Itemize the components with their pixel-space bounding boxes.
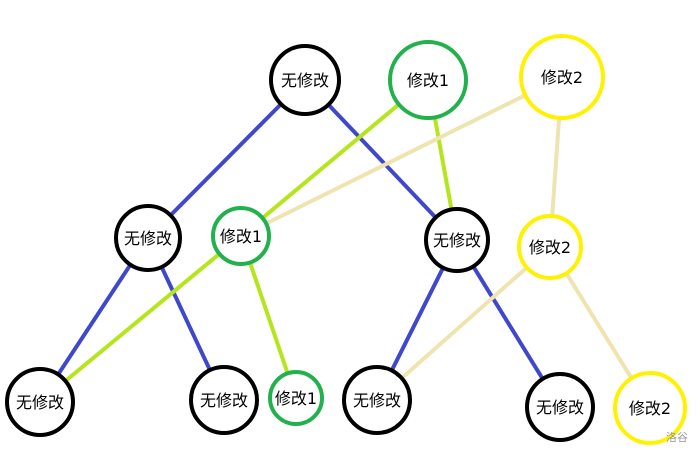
node-circle xyxy=(114,204,182,272)
node-label: 无修改 xyxy=(281,71,329,90)
edge-d-l4 xyxy=(375,245,552,402)
node-label: 修改1 xyxy=(407,71,449,90)
edge-r0-a xyxy=(146,78,307,240)
tree-node-l2: 无修改 xyxy=(189,365,259,435)
node-circle xyxy=(189,365,259,435)
node-circle xyxy=(613,371,687,445)
node-label: 无修改 xyxy=(124,229,172,248)
watermark: 洛谷 xyxy=(666,431,688,444)
tree-node-l6: 修改2 xyxy=(613,371,687,445)
tree-node-r1: 修改1 xyxy=(388,40,468,120)
tree-node-l4: 无修改 xyxy=(342,365,412,435)
node-label: 无修改 xyxy=(433,231,481,250)
node-label: 修改2 xyxy=(629,399,671,418)
node-circle xyxy=(342,365,412,435)
edge-r0-c xyxy=(303,78,459,242)
node-circle xyxy=(268,370,324,426)
node-label: 修改2 xyxy=(541,68,583,87)
edge-b-l1 xyxy=(38,234,243,404)
node-circle xyxy=(424,207,490,273)
node-label: 无修改 xyxy=(353,391,401,410)
tree-node-d: 修改2 xyxy=(517,214,583,280)
tree-node-l3: 修改1 xyxy=(268,370,324,426)
edge-r2-b xyxy=(240,75,563,238)
tree-node-b: 修改1 xyxy=(211,206,271,266)
tree-node-a: 无修改 xyxy=(114,204,182,272)
node-circle xyxy=(269,44,341,116)
tree-node-r0: 无修改 xyxy=(269,44,341,116)
edge-r1-b xyxy=(239,78,430,238)
node-circle xyxy=(5,367,75,437)
tree-node-l5: 无修改 xyxy=(525,372,595,442)
node-circle xyxy=(211,206,271,266)
node-circle xyxy=(519,34,605,120)
tree-node-l1: 无修改 xyxy=(5,367,75,437)
tree-node-r2: 修改2 xyxy=(519,34,605,120)
node-label: 修改2 xyxy=(529,238,571,257)
node-circle xyxy=(525,372,595,442)
node-label: 无修改 xyxy=(536,398,584,417)
node-circle xyxy=(517,214,583,280)
node-label: 无修改 xyxy=(16,393,64,412)
node-label: 无修改 xyxy=(200,391,248,410)
node-label: 修改1 xyxy=(275,389,317,408)
node-label: 修改1 xyxy=(220,227,262,246)
tree-node-c: 无修改 xyxy=(424,207,490,273)
node-circle xyxy=(388,40,468,120)
